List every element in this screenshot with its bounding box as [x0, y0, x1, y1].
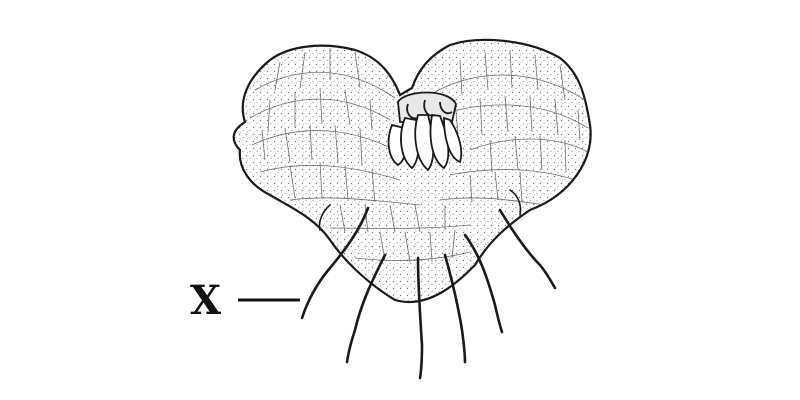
rhizoids: [300, 189, 557, 380]
sex-organ-cluster: [387, 91, 463, 172]
rhizoid: [300, 206, 370, 320]
thallus: [232, 38, 592, 303]
label-x: X: [190, 277, 222, 324]
